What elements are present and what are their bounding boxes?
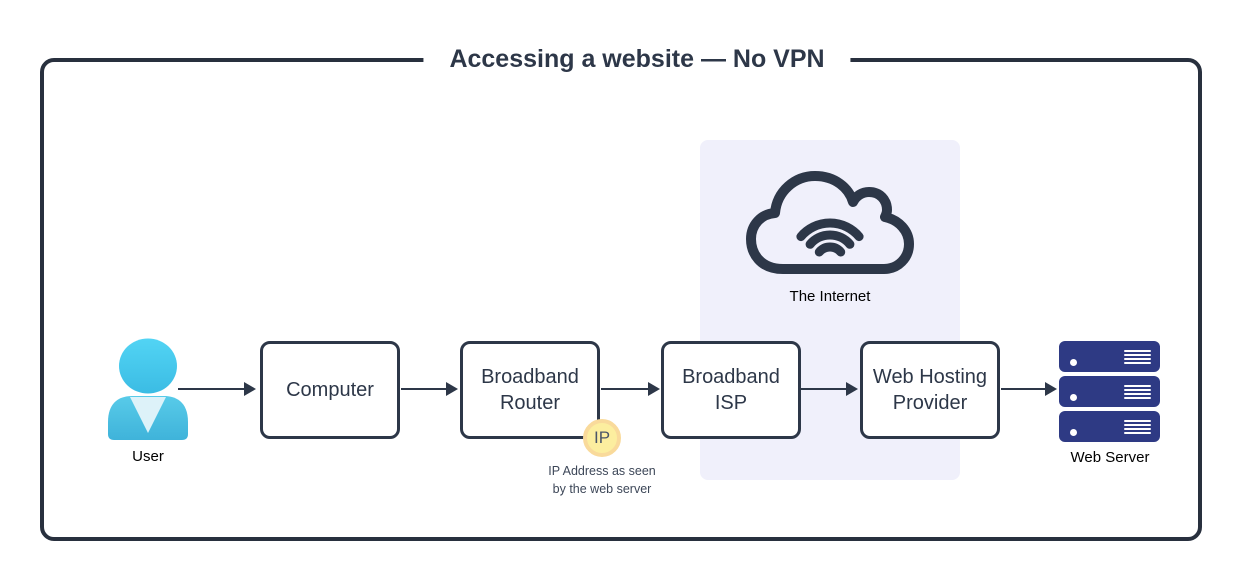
arrowhead-icon bbox=[244, 382, 256, 396]
user-person-icon bbox=[104, 336, 192, 442]
server-stack-icon bbox=[1059, 411, 1160, 442]
server-stack-icon bbox=[1059, 341, 1160, 372]
arrow-user-to-computer bbox=[178, 382, 256, 396]
node-web-hosting-provider-label: Web Hosting Provider bbox=[872, 366, 988, 414]
ip-caption: IP Address as seen by the web server bbox=[502, 462, 702, 498]
node-web-hosting-provider: Web Hosting Provider bbox=[860, 341, 1000, 439]
web-server-label: Web Server bbox=[1070, 449, 1150, 466]
ip-caption-line2: by the web server bbox=[552, 482, 652, 497]
arrowhead-icon bbox=[846, 382, 858, 396]
arrow-router-to-isp bbox=[601, 382, 660, 396]
server-vents-icon bbox=[1124, 350, 1151, 364]
arrow-isp-to-hosting bbox=[801, 382, 858, 396]
server-vents-icon bbox=[1124, 385, 1151, 399]
node-computer: Computer bbox=[260, 341, 400, 439]
arrowhead-icon bbox=[1045, 382, 1057, 396]
internet-label: The Internet bbox=[789, 288, 871, 305]
server-led-icon bbox=[1070, 394, 1077, 401]
node-computer-label: Computer bbox=[286, 379, 374, 401]
arrowhead-icon bbox=[446, 382, 458, 396]
diagram-title: Accessing a website — No VPN bbox=[423, 44, 851, 74]
server-stack-icon bbox=[1059, 376, 1160, 407]
node-broadband-router-label: Broadband Router bbox=[481, 366, 579, 414]
node-broadband-isp: Broadband ISP bbox=[661, 341, 801, 439]
server-led-icon bbox=[1070, 359, 1077, 366]
user-label: User bbox=[132, 448, 164, 465]
node-broadband-isp-label: Broadband ISP bbox=[682, 366, 780, 414]
cloud-wifi-icon bbox=[745, 164, 915, 282]
arrowhead-icon bbox=[648, 382, 660, 396]
server-led-icon bbox=[1070, 429, 1077, 436]
ip-caption-line1: IP Address as seen bbox=[548, 464, 656, 478]
ip-badge-label: IP bbox=[593, 428, 611, 447]
ip-badge: IP bbox=[583, 419, 621, 457]
arrow-hosting-to-server bbox=[1001, 382, 1057, 396]
arrow-computer-to-router bbox=[401, 382, 458, 396]
node-broadband-router: Broadband Router bbox=[460, 341, 600, 439]
server-vents-icon bbox=[1124, 420, 1151, 434]
